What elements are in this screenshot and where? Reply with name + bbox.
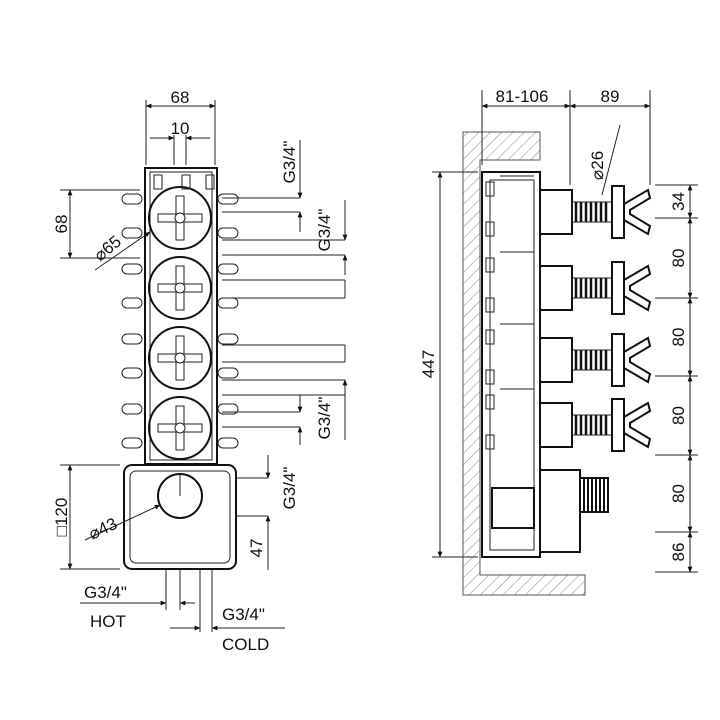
side-view: 81-106 89 ⌀26 447 34 80 80 80 80 86 bbox=[419, 87, 698, 596]
dim-spacing-3: 80 bbox=[669, 328, 688, 347]
diameter-symbol-side: ⌀ bbox=[588, 170, 607, 180]
dim-depth-handle: 89 bbox=[601, 87, 620, 106]
valve-rail bbox=[144, 167, 218, 465]
thermostat-box bbox=[123, 464, 237, 570]
dim-outlet-top-1: G3/4" bbox=[280, 141, 299, 184]
svg-text:□120: □120 bbox=[52, 498, 71, 537]
side-valve-4 bbox=[485, 388, 652, 452]
dim-outlet-top-2: G3/4" bbox=[315, 209, 334, 252]
cross-handle-4 bbox=[121, 396, 239, 460]
side-body bbox=[481, 171, 541, 558]
dim-height-step: 68 bbox=[52, 215, 71, 234]
dim-spacing-1: 34 bbox=[669, 192, 688, 211]
dim-spacing-6: 86 bbox=[669, 543, 688, 562]
side-valve-group bbox=[485, 175, 652, 452]
svg-text:⌀65: ⌀65 bbox=[90, 232, 125, 265]
dim-box-side: 120 bbox=[52, 498, 71, 526]
inlet-hot-size: G3/4" bbox=[84, 583, 127, 602]
cross-handle-1 bbox=[121, 186, 239, 250]
side-thermostat bbox=[539, 469, 581, 553]
dim-outlet-mid: G3/4" bbox=[315, 397, 334, 440]
dim-outlet-low: G3/4" bbox=[280, 467, 299, 510]
square-symbol: □ bbox=[52, 526, 71, 536]
dim-spacing-2: 80 bbox=[669, 249, 688, 268]
inlet-cold-size: G3/4" bbox=[222, 605, 265, 624]
side-valve-3 bbox=[485, 323, 652, 387]
inlet-hot-label: HOT bbox=[90, 612, 126, 631]
valve-group bbox=[121, 174, 239, 460]
wall-section bbox=[462, 131, 586, 596]
svg-text:⌀43: ⌀43 bbox=[86, 514, 120, 544]
side-valve-1 bbox=[485, 175, 652, 239]
dim-spacing-5: 80 bbox=[669, 484, 688, 503]
inlet-cold-label: COLD bbox=[222, 635, 269, 654]
dim-width-inner: 10 bbox=[171, 119, 190, 138]
front-view: 68 10 68 ⌀65 □120 ⌀43 G3/4" G3/4" bbox=[52, 88, 348, 654]
cross-handle-3 bbox=[121, 326, 239, 390]
dim-depth-range: 81-106 bbox=[496, 87, 549, 106]
dim-width-total: 68 bbox=[171, 88, 190, 107]
dim-knob-diameter: 26 bbox=[588, 151, 607, 170]
svg-text:⌀26: ⌀26 bbox=[588, 151, 607, 180]
dim-spacing-4: 80 bbox=[669, 406, 688, 425]
dim-total-height: 447 bbox=[419, 350, 438, 378]
dim-offset-47: 47 bbox=[247, 539, 266, 558]
cross-handle-2 bbox=[121, 256, 239, 320]
side-valve-2 bbox=[485, 251, 652, 315]
